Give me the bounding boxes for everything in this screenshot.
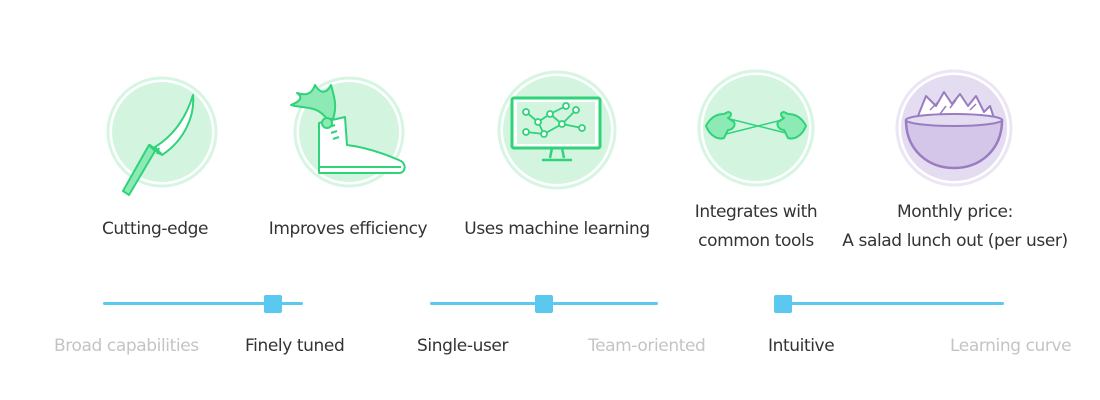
hands-badge [690, 66, 820, 196]
feature-cutting-edge: Cutting-edge [95, 75, 225, 239]
slider-left-label: Single-user [417, 336, 509, 356]
feature-price: Monthly price: A salad lunch out (per us… [842, 66, 1068, 251]
slider-thumb[interactable] [264, 295, 282, 313]
slider-thumb[interactable] [773, 295, 792, 313]
monitor-network-icon [497, 70, 617, 190]
salad-bowl-icon [895, 69, 1013, 187]
feature-label: Cutting-edge [35, 215, 275, 244]
slider-right-label: Finely tuned [245, 336, 345, 356]
feature-label-line: Integrates with [694, 202, 818, 222]
feature-label-line: Cutting-edge [101, 219, 209, 239]
slider-right-label: Team-oriented [588, 336, 706, 356]
slider-right-label: Learning curve [950, 336, 1072, 356]
feature-label: Improves efficiency [228, 215, 468, 244]
winged-boot-icon [290, 76, 406, 188]
hands-reaching-icon [697, 69, 815, 187]
slider-left-label: Broad capabilities [54, 336, 199, 356]
knife-icon [106, 76, 218, 196]
feature-efficiency: Improves efficiency [269, 75, 428, 239]
feature-label: Integrates with common tools [636, 198, 876, 256]
slider-thumb[interactable] [535, 295, 553, 313]
feature-label-line: common tools [698, 231, 814, 251]
feature-label-line: A salad lunch out (per user) [842, 231, 1068, 251]
slider-track[interactable] [103, 302, 303, 305]
boot-badge [283, 75, 413, 205]
slider-track[interactable] [778, 302, 1004, 305]
feature-integrations: Integrates with common tools [690, 66, 820, 251]
feature-label-line: Improves efficiency [268, 219, 428, 239]
feature-label: Uses machine learning [437, 215, 677, 244]
monitor-badge [492, 66, 622, 196]
feature-label: Monthly price: A salad lunch out (per us… [835, 198, 1075, 256]
salad-badge [890, 66, 1020, 196]
knife-badge [95, 75, 225, 205]
feature-label-line: Uses machine learning [464, 219, 650, 239]
feature-machine-learning: Uses machine learning [464, 66, 650, 239]
feature-label-line: Monthly price: [897, 202, 1013, 222]
slider-left-label: Intuitive [768, 336, 835, 356]
